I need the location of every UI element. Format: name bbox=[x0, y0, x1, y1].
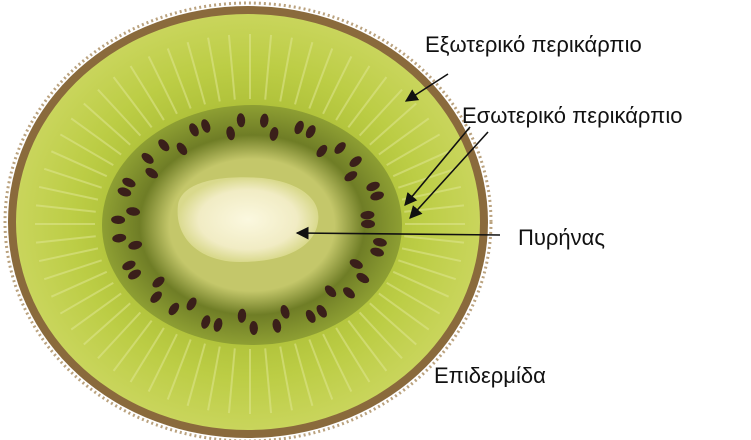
kiwi-seed bbox=[361, 220, 375, 228]
label-epidermis: Επιδερμίδα bbox=[434, 365, 546, 387]
label-exocarp: Εξωτερικό περικάρπιο bbox=[425, 34, 642, 56]
kiwi-core bbox=[178, 177, 319, 262]
label-core: Πυρήνας bbox=[518, 227, 605, 249]
label-endocarp: Εσωτερικό περικάρπιο bbox=[462, 105, 682, 127]
